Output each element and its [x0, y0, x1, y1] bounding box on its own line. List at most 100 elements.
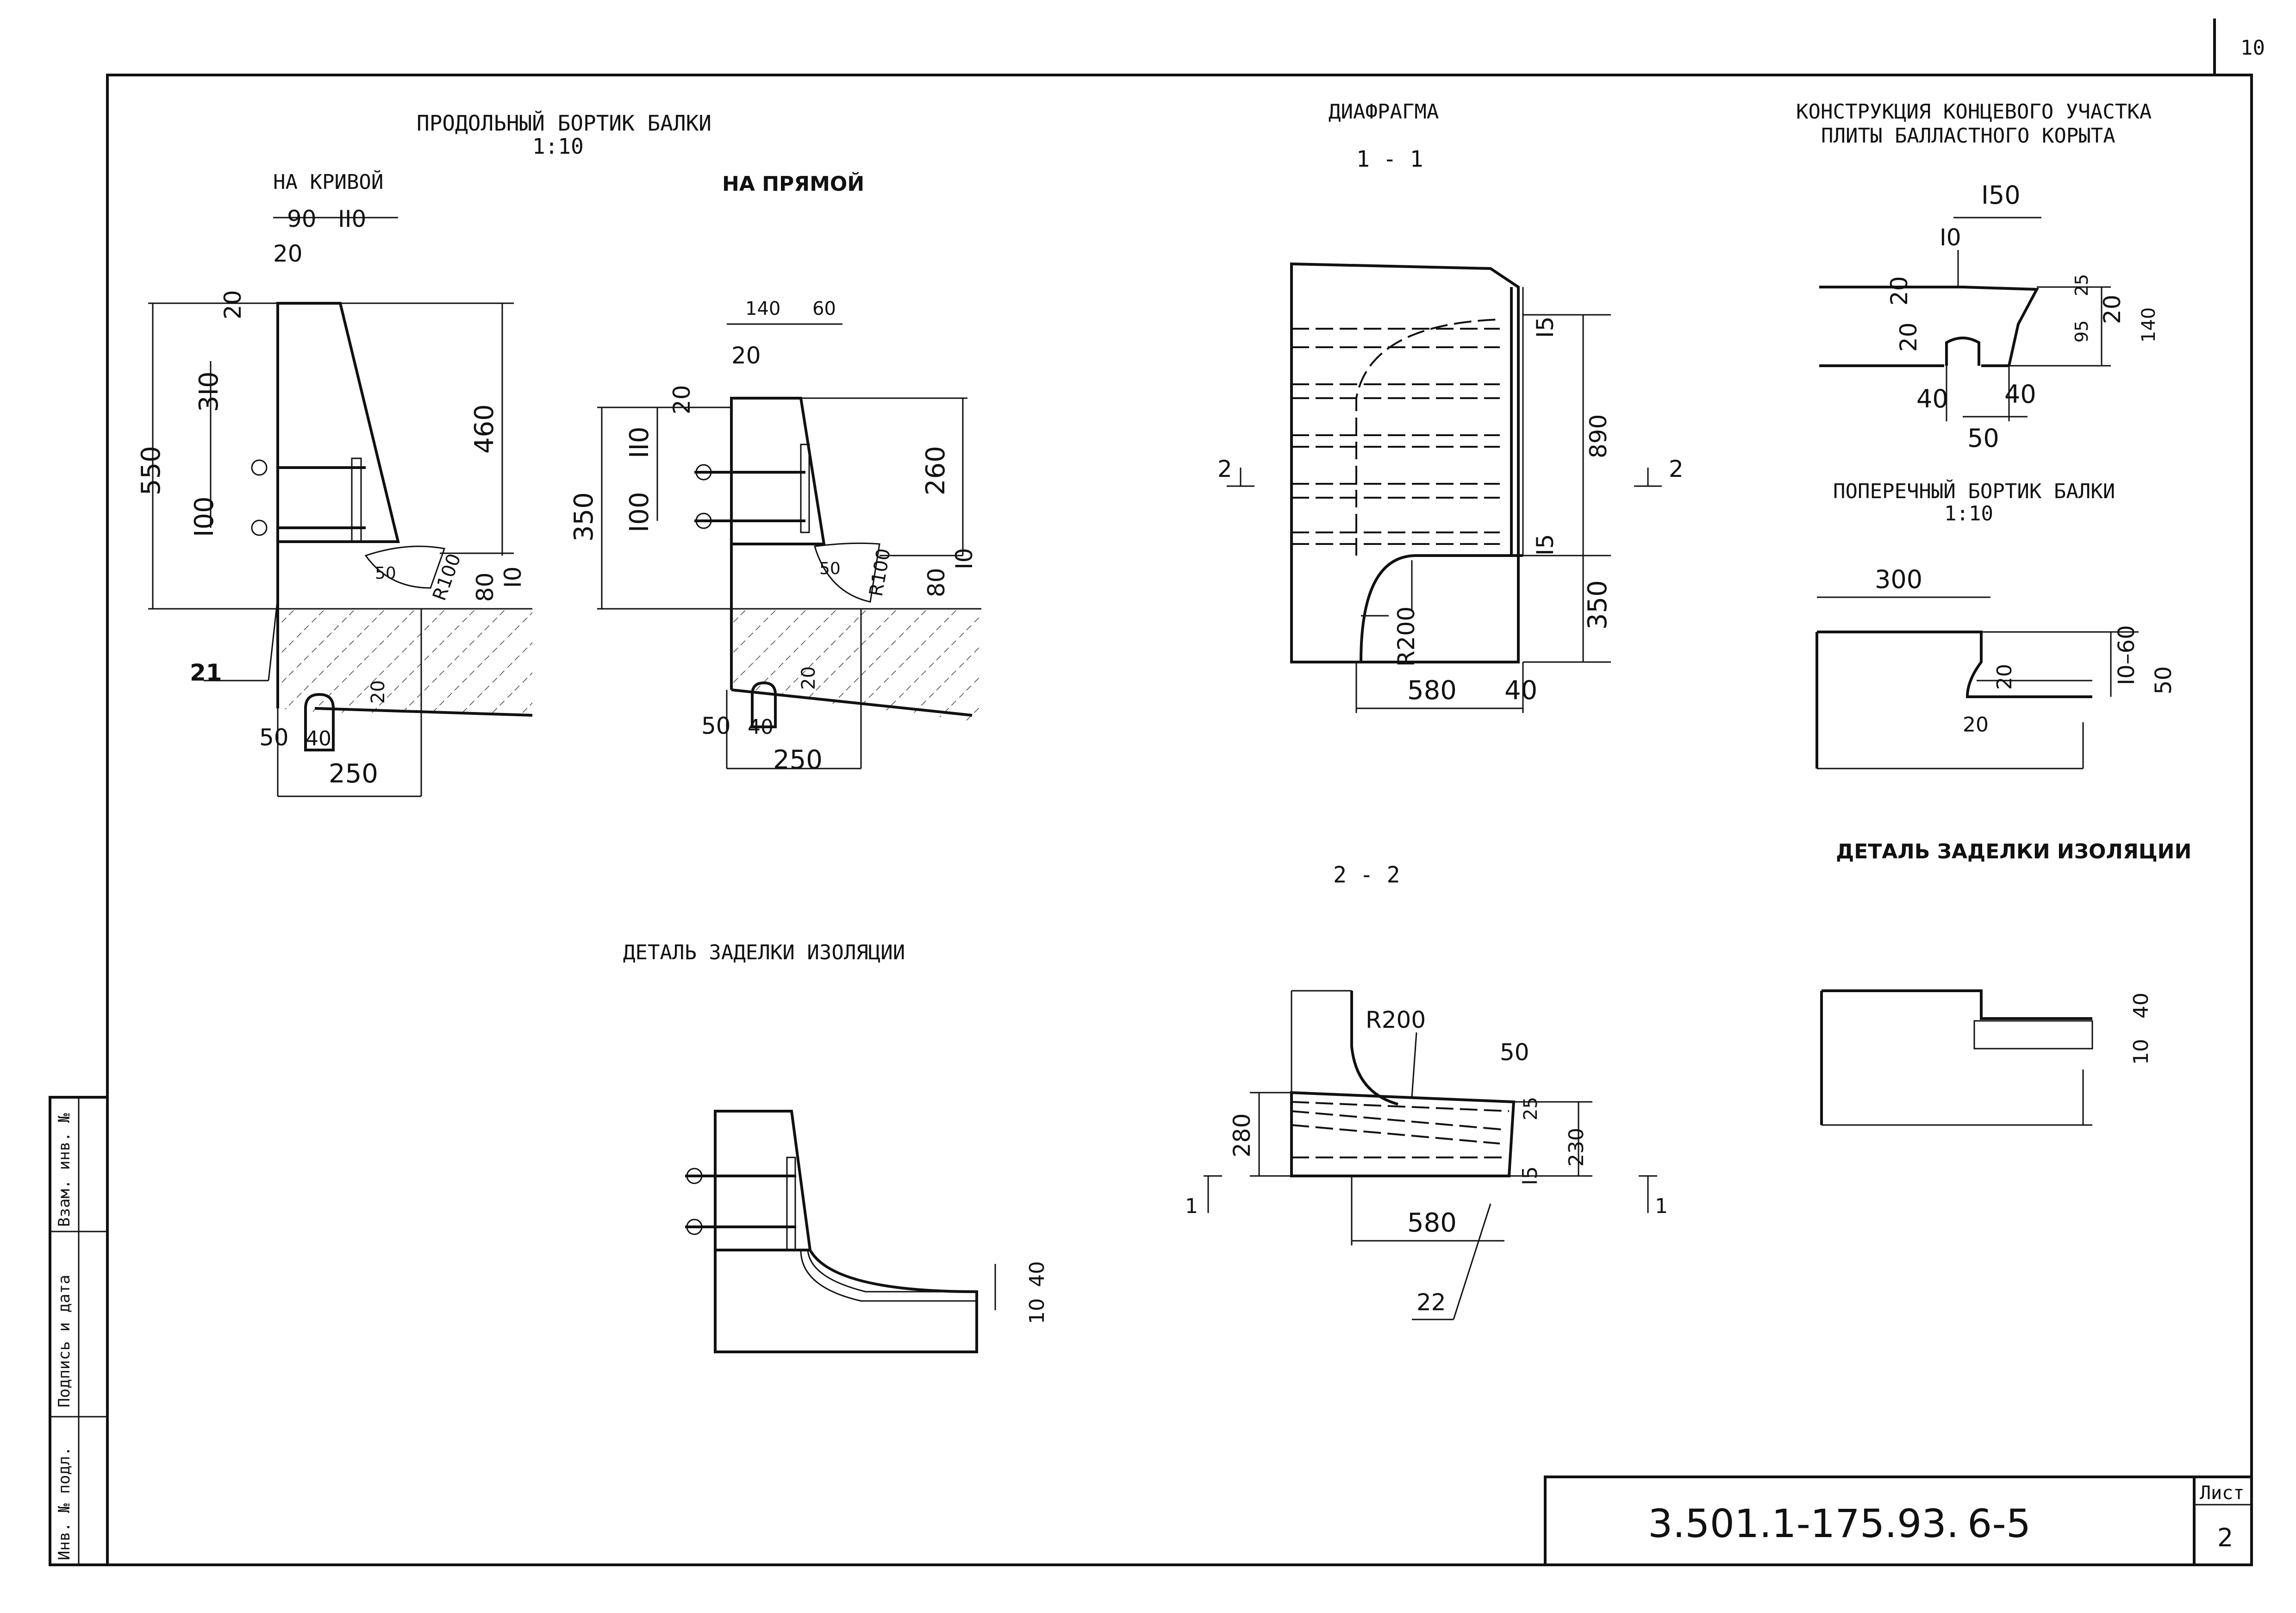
end-dim-50: 50 [1967, 424, 1999, 453]
document-code: 3.501.1-175.93. [1648, 1501, 1959, 1546]
title-section-1-1: 1 - 1 [1356, 146, 1423, 172]
dia22-dim-50: 50 [1500, 1039, 1529, 1066]
section-titles: ПРОДОЛЬНЫЙ БОРТИК БАЛКИ 1:10 НА КРИВОЙ Н… [273, 100, 2191, 964]
transverse-dim-300: 300 [1875, 565, 1922, 594]
straight-dim-60: 60 [812, 298, 836, 319]
dia11-dim-890: 890 [1585, 414, 1612, 458]
curve-dim-80: 80 [472, 572, 499, 602]
dia11-dim-580: 580 [1407, 675, 1457, 706]
curve-dim-20-top: 20 [273, 240, 303, 267]
curve-dim-310: 3I0 [194, 371, 224, 412]
view-diaphragm-1-1: I5 890 I5 350 R200 580 40 2 2 [1217, 262, 1684, 713]
straight-dim-50: 50 [701, 713, 731, 739]
straight-dim-350: 350 [569, 492, 599, 542]
dia22-radius-200: R200 [1366, 1007, 1426, 1033]
straight-dim-110: II0 [624, 426, 655, 458]
end-dim-40-b: 40 [2004, 380, 2036, 409]
title-section-2-2: 2 - 2 [1333, 862, 1400, 888]
title-transverse-scale: 1:10 [1944, 502, 1993, 525]
stamp-inv-podl: Инв. № подл. [55, 1446, 74, 1560]
title-longitudinal-rim: ПРОДОЛЬНЫЙ БОРТИК БАЛКИ [417, 111, 711, 136]
title-end-construction-1: КОНСТРУКЦИЯ КОНЦЕВОГО УЧАСТКА [1796, 100, 2152, 124]
straight-dim-20-side: 20 [668, 385, 695, 414]
dia22-dim-580: 580 [1407, 1208, 1457, 1238]
stamp-strip: Инв. № подл. Подпись и дата Взам. инв. № [49, 1096, 109, 1566]
dia11-cut-right: 2 [1669, 456, 1684, 482]
end-dim-20-a: 20 [1886, 276, 1913, 306]
title-on-curve: НА КРИВОЙ [273, 169, 383, 194]
transverse-dim-20-a: 20 [1993, 664, 2016, 690]
view-insulation-detail-left: 40 10 [685, 1110, 1049, 1353]
title-on-straight: НА ПРЯМОЙ [722, 171, 864, 196]
insulation-left-dim-40: 40 [1025, 1261, 1049, 1287]
view-transverse-rim: 300 I0–60 20 50 20 [1816, 565, 2177, 769]
dia22-cut-right: 1 [1655, 1194, 1668, 1218]
insulation-left-dim-10: 10 [1025, 1298, 1049, 1324]
straight-dim-20-bottom: 20 [798, 666, 819, 690]
title-diaphragm: ДИАФРАГМА [1329, 100, 1439, 124]
curve-dim-10: I0 [499, 566, 526, 588]
curve-dim-40: 40 [306, 727, 331, 750]
dia11-dim-40: 40 [1504, 675, 1537, 706]
title-end-construction-2: ПЛИТЫ БАЛЛАСТНОГО КОРЫТА [1821, 124, 2115, 148]
curve-dim-550: 550 [136, 446, 166, 495]
curve-dim-250: 250 [329, 759, 378, 789]
view-insulation-detail-right: 40 10 [1820, 989, 2153, 1126]
corner-page-number: 10 [2240, 36, 2265, 60]
dia11-cut-left: 2 [1217, 456, 1232, 482]
straight-dim-80: 80 [923, 568, 950, 597]
sheet-label: Лист [2200, 1482, 2244, 1504]
end-dim-95: 95 [2071, 320, 2092, 343]
end-dim-10: I0 [1940, 224, 1961, 251]
dia22-dim-25: 25 [1520, 1097, 1541, 1120]
insulation-right-dim-40: 40 [2129, 993, 2153, 1019]
curve-leader-21: 21 [190, 659, 222, 686]
end-dim-25: 25 [2071, 274, 2092, 296]
stamp-signature-date: Подпись и дата [55, 1275, 74, 1407]
curve-dim-100: I00 [189, 496, 219, 537]
dia22-dim-280: 280 [1229, 1113, 1255, 1157]
end-dim-140: 140 [2138, 307, 2159, 343]
document-part: 6-5 [1967, 1501, 2031, 1546]
dia22-cut-left: 1 [1185, 1194, 1198, 1218]
sheet-number: 2 [2217, 1523, 2233, 1552]
end-dim-40-a: 40 [1916, 384, 1948, 413]
insulation-right-dim-10: 10 [2129, 1039, 2153, 1065]
straight-dim-50-corner: 50 [819, 559, 841, 578]
straight-dim-140: 140 [745, 298, 780, 319]
title-insulation-detail-right: ДЕТАЛЬ ЗАДЕЛКИ ИЗОЛЯЦИИ [1836, 840, 2191, 863]
end-dim-150: I50 [1981, 181, 2021, 210]
sheet-frame: 10 [106, 19, 2265, 1566]
transverse-dim-10-60: I0–60 [2114, 625, 2140, 685]
view-rim-on-curve: 90 II0 20 20 3I0 550 460 I00 I0 80 R100 … [136, 206, 533, 797]
dia22-dim-230: 230 [1565, 1128, 1588, 1167]
dia22-leader-22: 22 [1416, 1289, 1446, 1316]
end-dim-20-c: 20 [2099, 294, 2126, 324]
curve-dim-90: 90 [287, 206, 317, 232]
title-block: 3.501.1-175.93. 6-5 Лист 2 [1544, 1475, 2253, 1566]
dia11-dim-350: 350 [1583, 580, 1613, 630]
straight-dim-40: 40 [748, 715, 774, 739]
transverse-dim-50: 50 [2151, 666, 2177, 694]
curve-dim-20-bottom: 20 [368, 680, 389, 704]
view-diaphragm-2-2: R200 50 25 280 230 I5 580 1 1 22 [1185, 990, 1668, 1320]
straight-radius-100: R100 [866, 547, 895, 598]
view-end-construction: I50 I0 20 20 25 95 20 140 40 40 50 [1819, 181, 2159, 453]
straight-dim-260: 260 [921, 446, 951, 495]
dia11-radius-200: R200 [1393, 606, 1420, 667]
curve-dim-20-side: 20 [219, 290, 246, 319]
transverse-dim-20-b: 20 [1963, 713, 1989, 737]
end-dim-20-b: 20 [1895, 322, 1922, 352]
title-transverse-rim: ПОПЕРЕЧНЫЙ БОРТИК БАЛКИ [1833, 479, 2115, 503]
dia11-dim-15-bot: I5 [1532, 534, 1559, 556]
view-rim-on-straight: 140 60 20 20 II0 350 260 I00 I0 80 R100 … [569, 298, 981, 775]
dia22-dim-15: I5 [1518, 1166, 1542, 1185]
title-longitudinal-scale: 1:10 [532, 134, 584, 159]
curve-dim-50: 50 [259, 724, 289, 751]
straight-dim-10: I0 [951, 548, 978, 569]
dia11-dim-15-top: I5 [1532, 316, 1559, 338]
curve-dim-460: 460 [469, 404, 499, 454]
curve-dim-110: II0 [338, 206, 366, 232]
straight-dim-250: 250 [773, 745, 823, 775]
